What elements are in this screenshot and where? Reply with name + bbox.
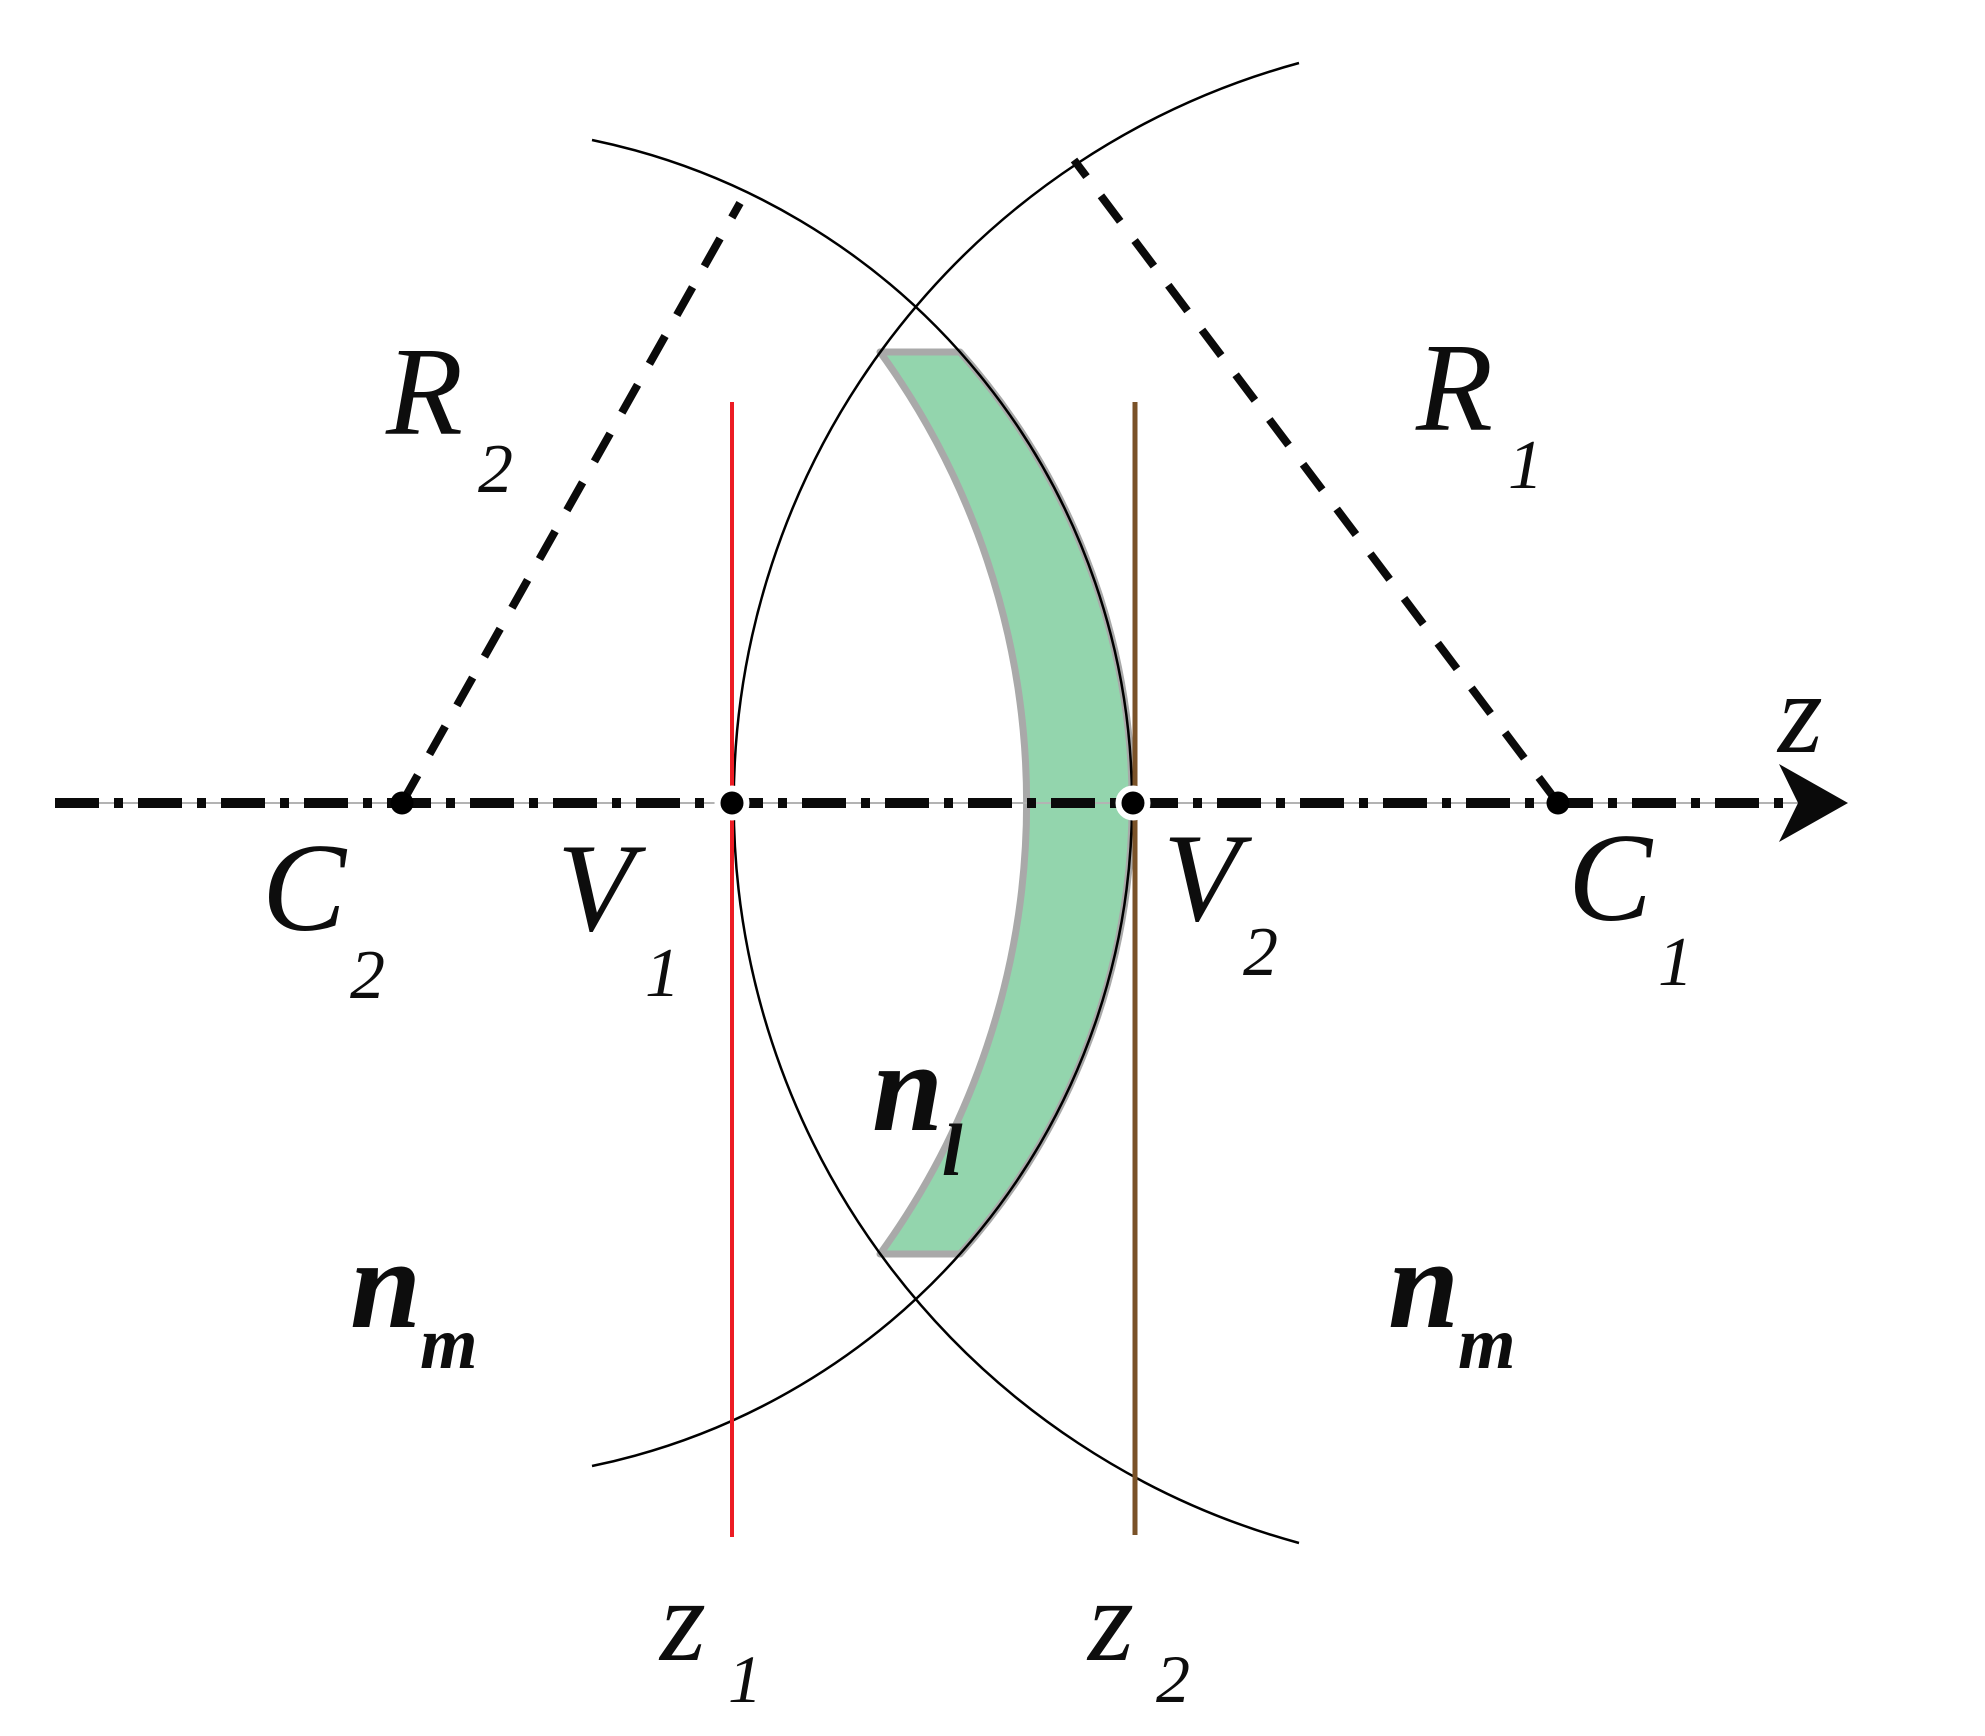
- label-c2: C 2: [262, 819, 385, 1014]
- label-z2: z 2: [1086, 1555, 1190, 1717]
- label-n-medium-right-sub: m: [1458, 1303, 1516, 1385]
- axis-arrowhead-icon: [1779, 764, 1848, 842]
- label-r1-sub: 1: [1508, 427, 1543, 504]
- center-c1-dot: [1546, 791, 1570, 815]
- label-n-medium-right: n m: [1388, 1213, 1516, 1385]
- radius-r1-dashed-line: [1070, 157, 1562, 806]
- label-z1-sub: 1: [728, 1641, 762, 1717]
- label-n-medium-left-main: n: [350, 1213, 421, 1355]
- label-c1: C 1: [1568, 809, 1693, 1001]
- label-r1-main: R: [1415, 319, 1493, 458]
- center-c2-dot: [390, 791, 414, 815]
- label-z1-main: z: [658, 1555, 706, 1686]
- label-v1-main: V: [557, 819, 647, 958]
- label-n-medium-left-sub: m: [420, 1303, 478, 1385]
- label-z2-main: z: [1086, 1555, 1134, 1686]
- vertex-v2-dot: [1115, 785, 1151, 821]
- label-v2-main: V: [1163, 809, 1253, 948]
- label-n-lens-sub: l: [942, 1110, 963, 1192]
- label-n-lens: n l: [872, 1016, 963, 1192]
- label-r2-sub: 2: [478, 431, 513, 508]
- label-v2: V 2: [1163, 809, 1278, 991]
- label-c1-main: C: [1568, 809, 1654, 948]
- label-v2-sub: 2: [1243, 914, 1278, 991]
- label-z-axis: z: [1776, 650, 1823, 777]
- radius-r2-dashed-line: [398, 201, 744, 805]
- label-v1: V 1: [557, 819, 680, 1012]
- label-n-medium-left: n m: [350, 1213, 478, 1385]
- vertex-v1-dot: [714, 785, 750, 821]
- label-r1: R 1: [1415, 319, 1543, 504]
- label-v1-sub: 1: [645, 935, 680, 1012]
- label-r2-main: R: [385, 323, 463, 462]
- label-c2-main: C: [262, 819, 348, 958]
- label-c1-sub: 1: [1658, 924, 1693, 1001]
- label-z1: z 1: [658, 1555, 762, 1717]
- label-n-lens-main: n: [872, 1016, 943, 1158]
- label-r2: R 2: [385, 323, 513, 508]
- label-c2-sub: 2: [350, 937, 385, 1014]
- label-n-medium-right-main: n: [1388, 1213, 1459, 1355]
- label-z2-sub: 2: [1156, 1641, 1190, 1717]
